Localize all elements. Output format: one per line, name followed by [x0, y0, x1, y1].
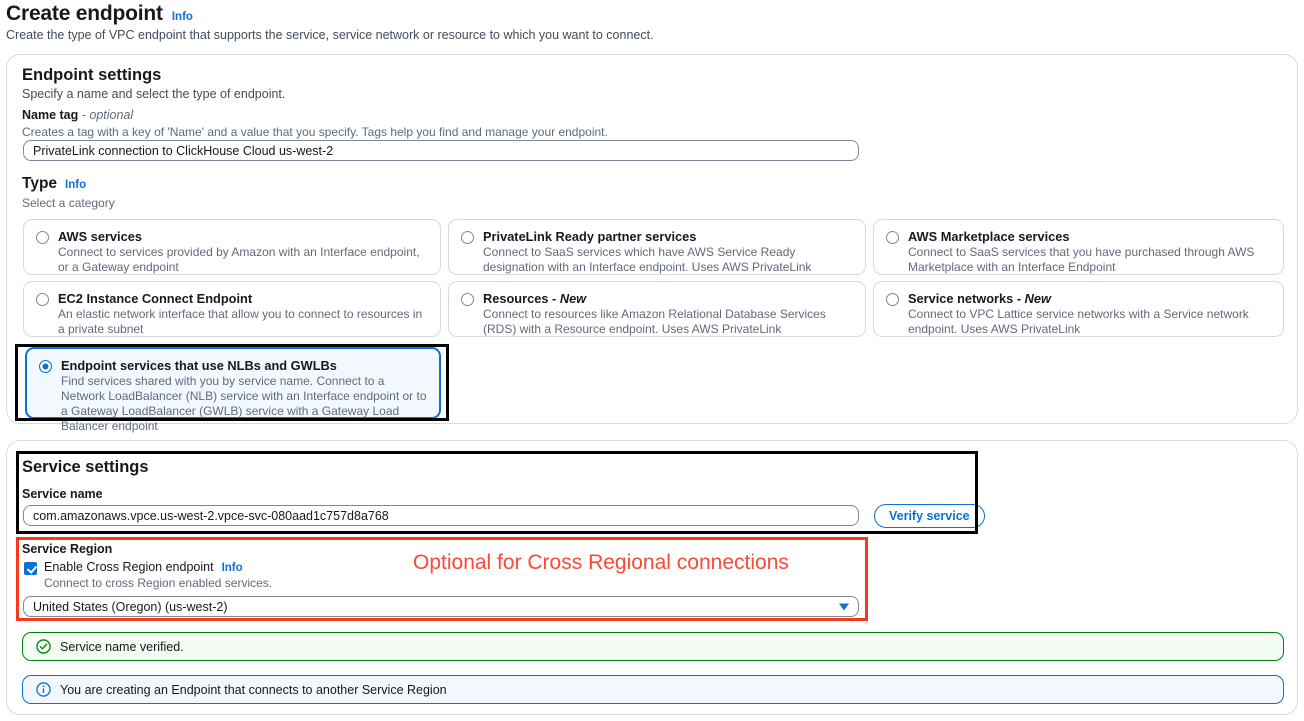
option-title: Service networks - New	[908, 291, 1272, 306]
chevron-down-icon[interactable]	[839, 603, 849, 610]
option-description: Connect to SaaS services which have AWS …	[483, 245, 812, 274]
option-title: AWS services	[58, 229, 142, 244]
annotation-cross-region-note: Optional for Cross Regional connections	[413, 551, 789, 574]
service-region-label: Service Region	[22, 542, 113, 556]
option-title: Endpoint services that use NLBs and GWLB…	[61, 358, 337, 373]
name-tag-label: Name tag - optional	[22, 108, 133, 122]
option-description: Connect to SaaS services that you have p…	[908, 245, 1255, 274]
radio-icon[interactable]	[461, 293, 474, 306]
page-info-link[interactable]: Info	[171, 11, 193, 23]
enable-cross-region-row[interactable]: Enable Cross Region endpoint Info Connec…	[24, 560, 272, 590]
enable-cross-region-description: Connect to cross Region enabled services…	[44, 576, 273, 590]
type-option-ec2-instance-connect-endpoint[interactable]: EC2 Instance Connect Endpoint An elastic…	[23, 281, 441, 337]
endpoint-settings-panel: Endpoint settings Specify a name and sel…	[6, 54, 1298, 433]
alert-message: Service name verified.	[60, 639, 184, 654]
option-title: EC2 Instance Connect Endpoint	[58, 291, 253, 306]
radio-icon[interactable]	[461, 231, 474, 244]
type-option-service-networks[interactable]: Service networks - New Connect to VPC La…	[873, 281, 1284, 337]
type-info-link[interactable]: Info	[65, 179, 87, 191]
option-description: Connect to resources like Amazon Relatio…	[483, 307, 826, 336]
option-new-badge: New	[559, 291, 587, 306]
option-title-text: Resources -	[483, 291, 560, 306]
verify-service-button[interactable]: Verify service	[874, 504, 985, 528]
page-header: Create endpoint Info	[6, 2, 193, 26]
option-title: Resources - New	[483, 291, 854, 306]
type-option-aws-marketplace-services[interactable]: AWS Marketplace services Connect to SaaS…	[873, 219, 1284, 275]
service-region-selected-value: United States (Oregon) (us-west-2)	[33, 599, 228, 614]
alert-cross-region-endpoint: You are creating an Endpoint that connec…	[22, 675, 1284, 704]
name-tag-input[interactable]	[23, 140, 859, 161]
service-name-label: Service name	[22, 487, 103, 501]
type-option-resources[interactable]: Resources - New Connect to resources lik…	[448, 281, 866, 337]
enable-cross-region-label: Enable Cross Region endpoint	[44, 560, 214, 574]
radio-icon[interactable]	[886, 231, 899, 244]
page-subtitle: Create the type of VPC endpoint that sup…	[6, 28, 654, 42]
alert-service-name-verified: Service name verified.	[22, 632, 1284, 661]
option-description: Connect to services provided by Amazon w…	[58, 245, 420, 274]
type-option-endpoint-services-nlb-gwlb[interactable]: Endpoint services that use NLBs and GWLB…	[25, 347, 441, 433]
type-description: Select a category	[22, 196, 115, 210]
cross-region-info-link[interactable]: Info	[221, 562, 243, 574]
radio-icon[interactable]	[36, 293, 49, 306]
name-tag-label-text: Name tag	[22, 108, 79, 122]
service-name-input[interactable]	[23, 505, 859, 526]
check-circle-icon	[36, 639, 51, 654]
endpoint-settings-desc: Specify a name and select the type of en…	[22, 87, 286, 101]
option-title-text: Service networks -	[908, 291, 1025, 306]
option-title: AWS Marketplace services	[908, 229, 1070, 244]
endpoint-settings-title: Endpoint settings	[22, 66, 162, 84]
option-title: PrivateLink Ready partner services	[483, 229, 697, 244]
type-label: Type	[22, 175, 58, 192]
service-settings-title: Service settings	[22, 458, 149, 476]
radio-icon[interactable]	[886, 293, 899, 306]
name-tag-description: Creates a tag with a key of 'Name' and a…	[22, 125, 608, 139]
option-description: Find services shared with you by service…	[61, 374, 427, 433]
option-new-badge: New	[1024, 291, 1051, 306]
type-option-aws-services[interactable]: AWS services Connect to services provide…	[23, 219, 441, 275]
type-heading-row: Type Info	[22, 175, 86, 193]
page-title: Create endpoint	[6, 2, 163, 25]
option-description: An elastic network interface that allow …	[58, 307, 423, 336]
alert-message: You are creating an Endpoint that connec…	[60, 682, 447, 697]
info-circle-icon	[36, 682, 51, 697]
service-region-select[interactable]: United States (Oregon) (us-west-2)	[23, 596, 859, 617]
name-tag-optional-text: - optional	[81, 108, 134, 122]
radio-icon[interactable]	[39, 360, 52, 373]
checkbox-icon[interactable]	[24, 562, 37, 575]
radio-icon[interactable]	[36, 231, 49, 244]
service-settings-panel: Service settings Service name Verify ser…	[6, 440, 1298, 715]
type-option-privatelink-ready-partner-services[interactable]: PrivateLink Ready partner services Conne…	[448, 219, 866, 275]
option-description: Connect to VPC Lattice service networks …	[908, 307, 1249, 336]
